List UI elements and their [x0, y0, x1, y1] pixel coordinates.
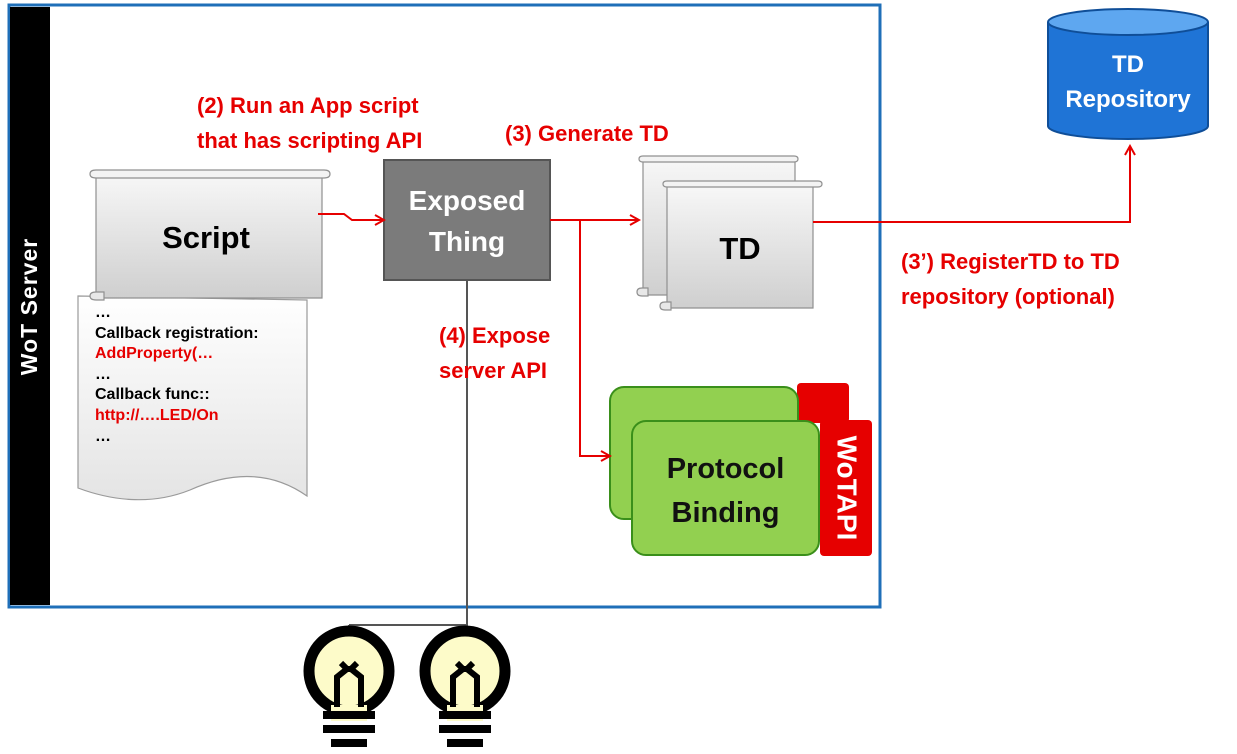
wot-server-sidebar: [10, 7, 50, 605]
annotation-run-script-line2: that has scripting API: [197, 128, 423, 153]
script-label: Script: [162, 220, 250, 255]
protocol-binding-line1: Protocol: [666, 453, 785, 485]
wot-api-label-container: WoTAPI: [820, 420, 872, 556]
exposed-thing-label: Exposed Thing: [384, 180, 550, 262]
wot-api-label: WoTAPI: [831, 435, 863, 541]
td-repository-line1: TD: [1112, 51, 1144, 78]
code-line: Callback func::: [95, 386, 210, 404]
exposed-thing-line2: Thing: [428, 226, 506, 257]
code-line: http://….LED/On: [95, 406, 219, 424]
td-document-front: [659, 180, 823, 311]
lightbulb-icon: [419, 625, 511, 747]
annotation-run-script: (2) Run an App script that has scripting…: [197, 88, 422, 158]
annotation-expose-api: (4) Expose server API: [439, 318, 550, 388]
code-listing: … Callback registration: AddProperty(… ……: [95, 303, 259, 447]
code-line: AddProperty(…: [95, 345, 214, 363]
exposed-thing-box: [383, 159, 551, 281]
td-repository-label: TD Repository: [1048, 47, 1208, 117]
wot-api-tag: [820, 420, 872, 556]
protocol-binding-label: Protocol Binding: [632, 447, 819, 535]
wot-api-tag-back: [797, 383, 849, 423]
arrow-script-to-thing: [318, 213, 384, 220]
td-label: TD: [719, 231, 761, 266]
wot-server-label: WoT Server: [16, 237, 43, 375]
protocol-binding-line2: Binding: [671, 497, 780, 529]
annotation-register-td-line1: (3’) RegisterTD to TD: [901, 249, 1120, 274]
arrow-expose-api: [579, 220, 610, 456]
arrows: [318, 146, 1130, 456]
annotation-expose-api-line2: server API: [439, 358, 548, 383]
code-line: …: [95, 427, 111, 445]
annotation-generate-td: (3) Generate TD: [505, 121, 669, 146]
wot-server-label-container: WoT Server: [10, 7, 50, 605]
lightbulb-icon: [303, 625, 395, 747]
annotation-expose-api-line1: (4) Expose: [439, 323, 551, 348]
exposed-thing-line1: Exposed: [408, 185, 526, 216]
code-line: …: [95, 304, 111, 321]
annotation-run-script-line1: (2) Run an App script: [197, 93, 419, 118]
code-line: Callback registration:: [95, 324, 259, 342]
td-repository-line2: Repository: [1065, 86, 1191, 113]
code-line: …: [95, 365, 111, 383]
script-document: [89, 169, 331, 301]
arrow-register-td: [813, 146, 1130, 223]
annotation-register-td: (3’) RegisterTD to TD repository (option…: [901, 244, 1120, 314]
protocol-binding-box: [631, 420, 820, 556]
code-listing-page: [77, 295, 308, 501]
annotation-register-td-line2: repository (optional): [901, 284, 1115, 309]
td-repository-cylinder: [1047, 8, 1209, 140]
